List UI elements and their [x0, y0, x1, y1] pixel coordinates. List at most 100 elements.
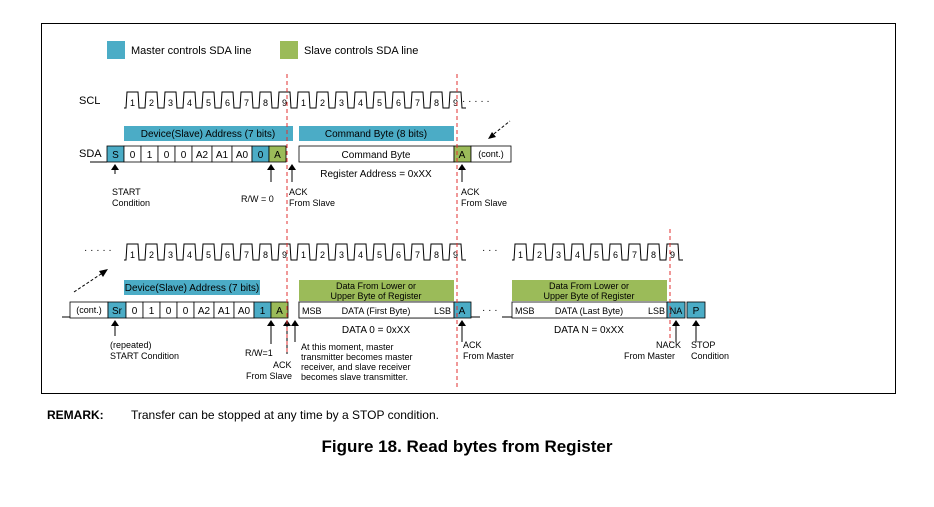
ack2-label-1: ACK: [461, 187, 480, 197]
clock-number: 5: [206, 250, 211, 260]
sda-bit-label: S: [112, 150, 119, 161]
stop-label-1: STOP: [691, 340, 715, 350]
clock-number: 6: [396, 250, 401, 260]
dataN-header-1: Data From Lower or: [549, 281, 629, 291]
rstart-arrow: [111, 320, 119, 326]
sda-bit-label: Sr: [112, 306, 123, 317]
msb-label: MSB: [302, 306, 322, 316]
rw-label: R/W = 0: [241, 194, 274, 204]
clock-number: 7: [632, 250, 637, 260]
ack2-label-2: From Master: [463, 351, 514, 361]
command-header: Command Byte (8 bits): [325, 129, 427, 140]
msb2-label: MSB: [515, 306, 535, 316]
clock-number: 4: [187, 250, 192, 260]
rw-arrow: [267, 320, 275, 326]
sda-bit-label: A: [274, 150, 281, 161]
clock-number: 8: [651, 250, 656, 260]
legend-slave-label: Slave controls SDA line: [304, 45, 418, 57]
clock-number: 3: [556, 250, 561, 260]
address-header: Device(Slave) Address (7 bits): [141, 129, 276, 140]
nack-label-2: From Master: [624, 351, 675, 361]
clock-number: 9: [282, 250, 287, 260]
legend-master-label: Master controls SDA line: [131, 45, 251, 57]
command-byte-label: Command Byte: [342, 150, 411, 161]
cont-label: (cont.): [478, 149, 504, 159]
mid-dots: · · ·: [482, 305, 498, 316]
ack1-label-2: From Slave: [246, 371, 292, 381]
clock-number: 5: [594, 250, 599, 260]
ack-master-label: A: [459, 306, 466, 317]
data0-label: DATA 0 = 0xXX: [342, 325, 411, 336]
ack2-arrow: [458, 320, 466, 326]
scl-waveform: [124, 91, 295, 109]
clock-number: 5: [206, 98, 211, 108]
clock-number: 3: [339, 250, 344, 260]
clock-number: 2: [320, 98, 325, 108]
clock-number: 9: [670, 250, 675, 260]
nack-bit: [666, 301, 686, 319]
ack2-label-1: ACK: [463, 340, 482, 350]
sda-bit-label: 1: [149, 306, 155, 317]
ack-bit-label: A: [459, 150, 466, 161]
sda-bit-label: A: [276, 306, 283, 317]
scl-waveform: [124, 243, 295, 261]
data-header-2: Upper Byte of Register: [330, 291, 421, 301]
clock-number: 9: [453, 250, 458, 260]
clock-number: 7: [244, 250, 249, 260]
cont-label: (cont.): [76, 305, 102, 315]
lsb-label: LSB: [434, 306, 451, 316]
scl-waveform: [295, 243, 466, 261]
dataN-label: DATA N = 0xXX: [554, 325, 624, 336]
clock-number: 8: [434, 98, 439, 108]
clock-number: 9: [282, 98, 287, 108]
clock-number: 7: [244, 98, 249, 108]
clock-number: 2: [149, 98, 154, 108]
data-header-1: Data From Lower or: [336, 281, 416, 291]
clock-number: 4: [358, 250, 363, 260]
scl-waveform: [512, 243, 683, 261]
sda-bit-label: 1: [147, 150, 153, 161]
clock-number: 2: [537, 250, 542, 260]
ack1-label-1: ACK: [289, 187, 308, 197]
clock-number: 1: [518, 250, 523, 260]
clock-number: 6: [613, 250, 618, 260]
clock-number: 4: [187, 98, 192, 108]
sda-bit: [270, 301, 289, 319]
sda-bit-label: A0: [236, 150, 249, 161]
address-header-box: [124, 280, 260, 295]
clock-number: 7: [415, 98, 420, 108]
stop-label-2: Condition: [691, 351, 729, 361]
sda-bit-label: A2: [198, 306, 211, 317]
lsb2-label: LSB: [648, 306, 665, 316]
sda-bit-label: A1: [218, 306, 231, 317]
clock-number: 6: [225, 250, 230, 260]
sda-bit-label: A2: [196, 150, 209, 161]
clock-number: 1: [301, 250, 306, 260]
nack-bit-label: NA: [670, 306, 683, 316]
ack1-label-1: ACK: [273, 360, 292, 370]
clock-number: 8: [434, 250, 439, 260]
clock-number: 6: [396, 98, 401, 108]
sda-bit-label: A0: [238, 306, 251, 317]
clock-number: 3: [168, 250, 173, 260]
ack2-label-2: From Slave: [461, 198, 507, 208]
stop-bit: [686, 301, 706, 319]
note-line-2: transmitter becomes master: [301, 352, 413, 362]
continuation-dots: · · · · ·: [84, 245, 112, 256]
clock-number: 1: [130, 98, 135, 108]
clock-number: 1: [130, 250, 135, 260]
continuation-dots: · · · · ·: [462, 96, 490, 107]
scl-waveform: [295, 91, 466, 109]
nack-arrow: [672, 320, 680, 326]
mid-dots: · · ·: [482, 245, 498, 256]
sda-bit-label: 0: [181, 150, 187, 161]
register-address: Register Address = 0xXX: [320, 169, 432, 180]
ack2-arrow: [458, 164, 466, 170]
sda-bit-label: 0: [166, 306, 172, 317]
sda-label: SDA: [79, 148, 102, 160]
stop-bit-label: P: [693, 306, 700, 317]
clock-number: 6: [225, 98, 230, 108]
clock-number: 8: [263, 250, 268, 260]
clock-number: 5: [377, 98, 382, 108]
data-last-label: DATA (Last Byte): [555, 306, 623, 316]
